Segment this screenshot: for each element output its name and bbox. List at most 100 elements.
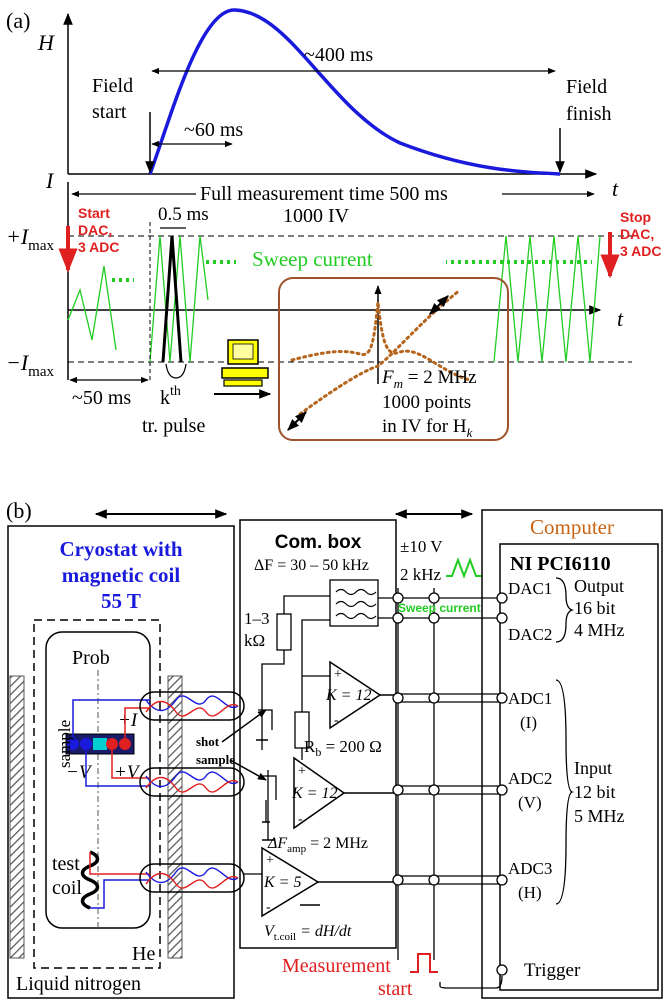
resistor-wire xyxy=(261,650,285,700)
shot-sample-1 xyxy=(258,709,273,730)
adc1-sub-label: (I) xyxy=(520,713,537,732)
h-axis-label: H xyxy=(37,30,55,55)
test-coil xyxy=(80,850,100,910)
combox-label: Com. box xyxy=(275,532,362,553)
cryostat-label-2: magnetic coil xyxy=(62,563,181,587)
adc2-port xyxy=(496,784,508,796)
filter-wave-3 xyxy=(335,612,377,620)
cable-1 xyxy=(139,691,245,721)
amp-v-plus: + xyxy=(298,764,306,779)
minus-v-label: −V xyxy=(66,762,93,783)
dac1-port xyxy=(496,592,508,604)
input-label-3: 5 MHz xyxy=(574,806,625,826)
resistor-1-3k xyxy=(276,613,292,651)
sample-label: sample xyxy=(55,720,74,768)
cable-3 xyxy=(139,863,245,893)
sweep-zigzag-right xyxy=(493,235,601,363)
iv-direction-upper xyxy=(429,295,449,315)
imax-pos-label: +Imax xyxy=(6,224,54,254)
t-axis-bottom-label: t xyxy=(617,306,624,331)
dac1-label: DAC1 xyxy=(508,579,552,598)
panel-b-label: (b) xyxy=(6,498,32,523)
filter-gnd-wire xyxy=(301,619,330,712)
field-start-label-2: start xyxy=(92,101,127,123)
sweep-wave-icon xyxy=(446,557,482,579)
ni-card-box xyxy=(499,543,659,991)
stop-dac-label-3: 3 ADC xyxy=(620,243,662,259)
dac2-port xyxy=(496,612,508,624)
vcoil-label: Vt.coil = dH/dt xyxy=(264,923,352,943)
plus-i-label: +I xyxy=(118,710,139,731)
sweep-label-bg xyxy=(236,245,446,271)
delta-f-label: ΔF = 30 – 50 kHz xyxy=(254,557,369,574)
resistor-label-1: 1–3 xyxy=(244,609,270,628)
magnet-hatch-left xyxy=(9,675,25,959)
output-label-1: Output xyxy=(574,576,624,596)
wire-sample-2 xyxy=(124,707,150,738)
sample-contact-minus-v xyxy=(67,738,79,750)
amp-h-plus: + xyxy=(266,853,274,868)
sweep-zigzag-mid xyxy=(149,235,209,363)
start-dac-label-1: Start xyxy=(78,205,110,221)
imax-neg-label: −Imax xyxy=(6,350,54,380)
sample-contact-plus-i xyxy=(119,738,131,750)
adc3-label: ADC3 xyxy=(508,859,552,878)
pm10v-label: ±10 V xyxy=(400,537,443,556)
adc3-sub-label: (H) xyxy=(518,883,542,902)
amplifier-i xyxy=(329,660,382,730)
amp-i-minus: - xyxy=(334,713,339,728)
wire-sample-3 xyxy=(85,750,150,787)
he-label: He xyxy=(132,943,155,965)
cryostat-label-3: 55 T xyxy=(101,589,141,613)
computer-box xyxy=(481,509,663,999)
output-brace xyxy=(555,577,575,643)
prob-label: Prob xyxy=(72,647,110,669)
amplifier-h xyxy=(261,846,320,918)
kth-pulse xyxy=(161,235,183,363)
input-brace xyxy=(555,679,575,905)
trigger-pulse-icon xyxy=(410,953,438,973)
amp-h-minus: - xyxy=(266,900,271,915)
output-label-2: 16 bit xyxy=(574,598,616,618)
kth-brace xyxy=(165,363,187,379)
panel-b: (b) Cryostat with magnetic coil 55 T He … xyxy=(6,498,663,1000)
trigger-wire xyxy=(439,975,503,989)
output-label-3: 4 MHz xyxy=(574,620,625,640)
field-pulse-curve xyxy=(148,8,561,176)
iv-for-label: in IV for Hk xyxy=(382,416,473,440)
resistor-label-2: kΩ xyxy=(244,631,265,650)
pulse-width-label: 0.5 ms xyxy=(158,204,209,225)
trigger-label: Trigger xyxy=(524,960,581,981)
pc-icon xyxy=(221,339,269,387)
sweep-zigzag-left xyxy=(67,265,117,351)
start-dac-label-3: 3 ADC xyxy=(78,239,120,255)
sweep-current-label: Sweep current xyxy=(252,247,373,271)
points-label: 1000 points xyxy=(382,392,471,413)
iv-curve-dots xyxy=(298,288,462,416)
k5-label: K = 5 xyxy=(263,874,301,891)
sweep-current-b-label: Sweep current xyxy=(398,601,481,615)
iv-conductance-dots xyxy=(290,301,472,382)
sample-contact-plus-v xyxy=(106,738,118,750)
shot-sample-label-1: shot xyxy=(196,734,220,749)
cryostat-label-1: Cryostat with xyxy=(59,537,182,561)
field-start-label-1: Field xyxy=(92,75,133,97)
adc1-label: ADC1 xyxy=(508,689,552,708)
combox-box xyxy=(239,519,397,949)
sample-contact-minus-i xyxy=(80,738,92,750)
ni-card-label: NI PCI6110 xyxy=(510,553,611,575)
iv-count-label: 1000 IV xyxy=(283,205,350,227)
sample-crystal xyxy=(93,738,107,750)
panel-a-label: (a) xyxy=(6,8,30,33)
wire-coil-1 xyxy=(89,852,150,875)
filter-wave-1 xyxy=(335,588,377,596)
wire-sample-1 xyxy=(72,699,150,738)
input-label-2: 12 bit xyxy=(574,782,616,802)
measurement-start-label: start xyxy=(378,978,413,1000)
wire-sample-4 xyxy=(111,750,150,779)
kth-label: kth xyxy=(160,384,181,409)
filter-wave-2 xyxy=(335,600,377,608)
dur-50-label: ~50 ms xyxy=(72,387,131,409)
computer-label: Computer xyxy=(530,515,614,539)
panel-a: (a) H I t Field start ~60 ms ~400 ms Fie… xyxy=(6,8,662,441)
